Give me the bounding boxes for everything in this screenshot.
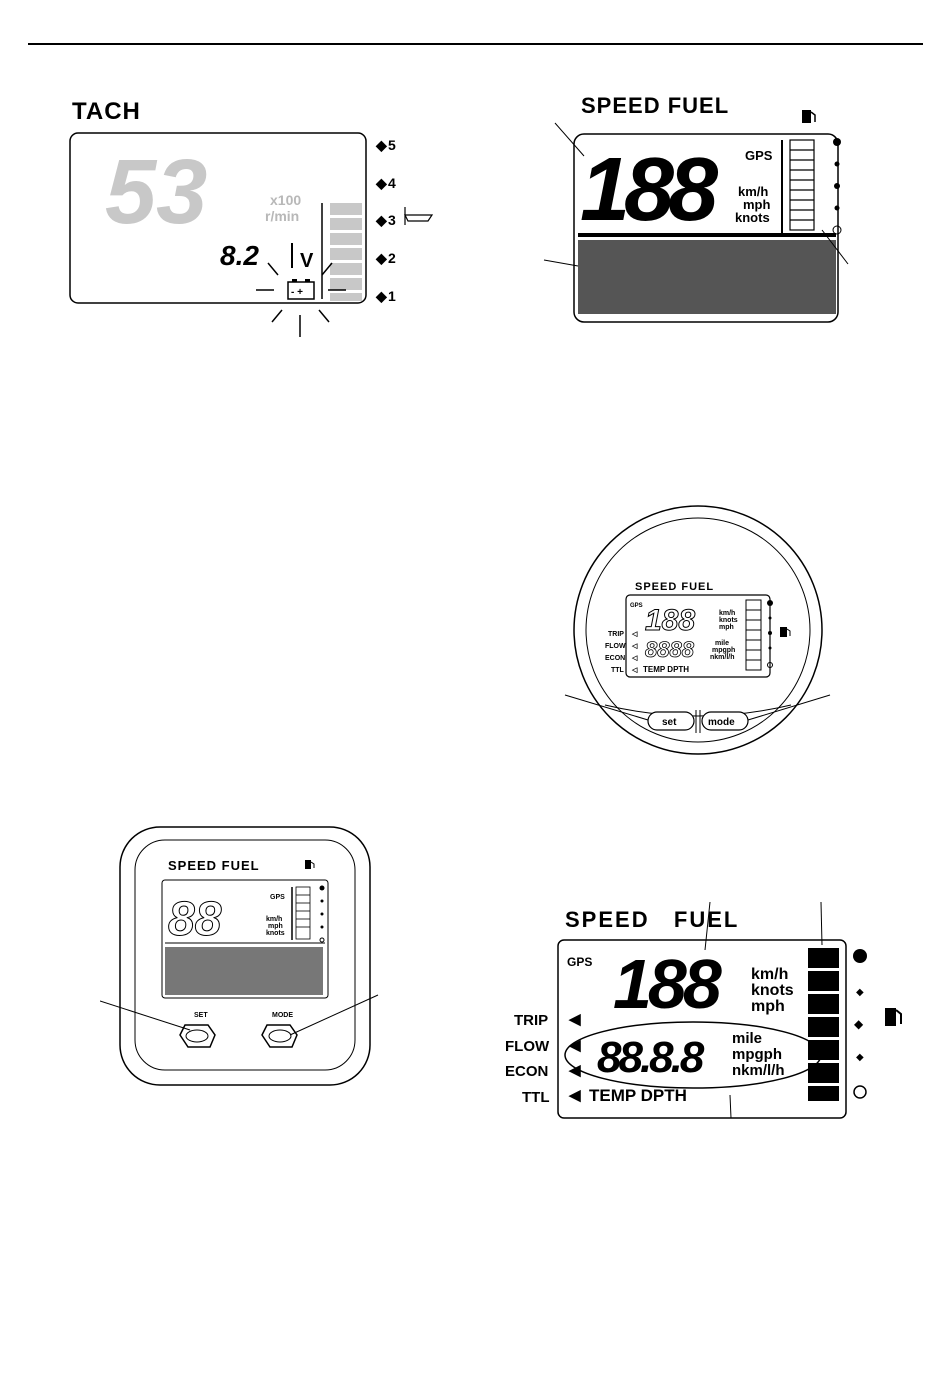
svg-text:◁: ◁ bbox=[631, 655, 638, 662]
svg-text:8888: 8888 bbox=[645, 637, 695, 662]
set-label: SET bbox=[194, 1012, 208, 1019]
speed-digits: 188 bbox=[580, 140, 718, 240]
svg-text:3: 3 bbox=[388, 212, 396, 228]
svg-text:88: 88 bbox=[168, 893, 222, 946]
round-title: SPEED FUEL bbox=[635, 581, 714, 593]
svg-text:◆: ◆ bbox=[856, 987, 864, 998]
square-set-button[interactable] bbox=[179, 1024, 216, 1048]
trim-boat-icon bbox=[404, 207, 434, 225]
svg-text:FLOW: FLOW bbox=[605, 643, 626, 650]
svg-text:◆: ◆ bbox=[375, 137, 388, 153]
trim-scale: ◆5 ◆4 ◆3 ◆2 ◆1 bbox=[375, 137, 396, 304]
svg-text:TEMP DPTH: TEMP DPTH bbox=[643, 665, 689, 674]
svg-text:TTL: TTL bbox=[522, 1089, 550, 1106]
dot-matrix-area bbox=[578, 240, 836, 314]
svg-text:km/h: km/h bbox=[266, 916, 282, 923]
svg-text:◆: ◆ bbox=[375, 212, 388, 228]
svg-text:TEMP DPTH: TEMP DPTH bbox=[589, 1086, 687, 1105]
speed-fuel-display-2: GPS 188 km/h knots mph ◆ ◆ ◆ TRIP FLOW E… bbox=[505, 901, 902, 1119]
square-fuel-icon bbox=[305, 860, 315, 869]
svg-text:◆: ◆ bbox=[375, 288, 388, 304]
round-gauge: SPEED FUEL GPS 188 km/h knots mph 8888 m… bbox=[564, 505, 831, 755]
svg-text:km/h: km/h bbox=[751, 966, 788, 983]
svg-text:mph: mph bbox=[743, 197, 771, 212]
svg-text:◆: ◆ bbox=[375, 175, 388, 191]
svg-text:nkm/l/h: nkm/l/h bbox=[710, 654, 735, 661]
svg-text:GPS: GPS bbox=[567, 955, 592, 969]
svg-text:knots: knots bbox=[751, 982, 794, 999]
svg-text:knots: knots bbox=[735, 210, 770, 225]
volt-value: 8.2 bbox=[220, 240, 259, 271]
svg-text:km/h: km/h bbox=[738, 184, 768, 199]
svg-text:GPS: GPS bbox=[630, 603, 643, 609]
svg-text:GPS: GPS bbox=[270, 894, 285, 901]
svg-text:set: set bbox=[662, 717, 677, 728]
speed-fuel-title-1: SPEED FUEL bbox=[581, 93, 730, 118]
volt-unit: V bbox=[300, 250, 314, 272]
svg-text:nkm/l/h: nkm/l/h bbox=[732, 1062, 785, 1079]
svg-text:◀: ◀ bbox=[568, 1087, 581, 1104]
svg-text:SPEED FUEL: SPEED FUEL bbox=[168, 858, 260, 873]
svg-text:- +: - + bbox=[291, 287, 303, 298]
tach-display: 53 x100 r/min 8.2 V - + ◆5 ◆4 ◆3 ◆2 ◆1 bbox=[69, 132, 434, 337]
svg-text:knots: knots bbox=[719, 617, 738, 624]
svg-text:◆: ◆ bbox=[856, 1052, 864, 1063]
set-button[interactable] bbox=[647, 711, 695, 731]
svg-text:km/h: km/h bbox=[719, 610, 735, 617]
svg-text:◆: ◆ bbox=[375, 250, 388, 266]
svg-text:mode: mode bbox=[708, 717, 735, 728]
svg-text:4: 4 bbox=[388, 175, 396, 191]
svg-text:◁: ◁ bbox=[631, 643, 638, 650]
svg-text:TRIP: TRIP bbox=[514, 1012, 548, 1029]
square-gauge: SPEED FUEL 88 GPS km/h mph knots SET MOD… bbox=[100, 826, 379, 1086]
svg-text:mph: mph bbox=[751, 998, 785, 1015]
speed-digits-large: 188 bbox=[613, 945, 722, 1023]
svg-text:TRIP: TRIP bbox=[608, 631, 624, 638]
svg-text:mph: mph bbox=[268, 923, 283, 930]
lower-display-highlight bbox=[564, 1021, 822, 1089]
svg-text:188: 188 bbox=[645, 604, 695, 637]
fuel-pump-icon bbox=[802, 110, 816, 123]
battery-icon: - + bbox=[256, 262, 346, 337]
svg-text:ECON: ECON bbox=[605, 655, 625, 662]
gps-label: GPS bbox=[745, 148, 773, 163]
rpm-digits: 53 bbox=[105, 141, 207, 243]
svg-text:◁: ◁ bbox=[631, 667, 638, 674]
rpm-unit-x100: x100 bbox=[270, 192, 301, 208]
svg-text:◆: ◆ bbox=[854, 1017, 864, 1031]
svg-text:FLOW: FLOW bbox=[505, 1038, 550, 1055]
svg-text:mpgph: mpgph bbox=[712, 647, 735, 654]
rpm-unit-rmin: r/min bbox=[265, 208, 299, 224]
svg-text:TTL: TTL bbox=[611, 667, 625, 674]
speed-fuel-title-2: SPEED FUEL bbox=[565, 907, 740, 932]
svg-text:5: 5 bbox=[388, 137, 396, 153]
mode-button[interactable] bbox=[701, 711, 749, 731]
fuel-bars-large bbox=[808, 948, 839, 1101]
svg-text:◀: ◀ bbox=[568, 1011, 581, 1028]
tach-title: TACH bbox=[72, 98, 141, 125]
svg-text:mpgph: mpgph bbox=[732, 1046, 782, 1063]
square-mode-button[interactable] bbox=[261, 1024, 298, 1048]
large-fuel-icon bbox=[885, 1008, 902, 1026]
lower-digits: 88.8.8 bbox=[597, 1033, 705, 1082]
svg-text:◁: ◁ bbox=[631, 631, 638, 638]
svg-text:ECON: ECON bbox=[505, 1063, 548, 1080]
svg-text:mile: mile bbox=[715, 640, 729, 647]
trim-bargraph bbox=[330, 203, 362, 301]
round-fuel-icon bbox=[780, 627, 791, 637]
mode-label: MODE bbox=[272, 1012, 293, 1019]
svg-text:mph: mph bbox=[719, 624, 734, 631]
svg-text:2: 2 bbox=[388, 250, 396, 266]
fuel-bargraph bbox=[789, 139, 815, 231]
header-rule bbox=[28, 43, 923, 45]
speed-fuel-display-1: 188 GPS km/h mph knots bbox=[543, 110, 849, 323]
svg-text:1: 1 bbox=[388, 288, 396, 304]
svg-text:mile: mile bbox=[732, 1030, 762, 1047]
svg-text:knots: knots bbox=[266, 930, 285, 937]
